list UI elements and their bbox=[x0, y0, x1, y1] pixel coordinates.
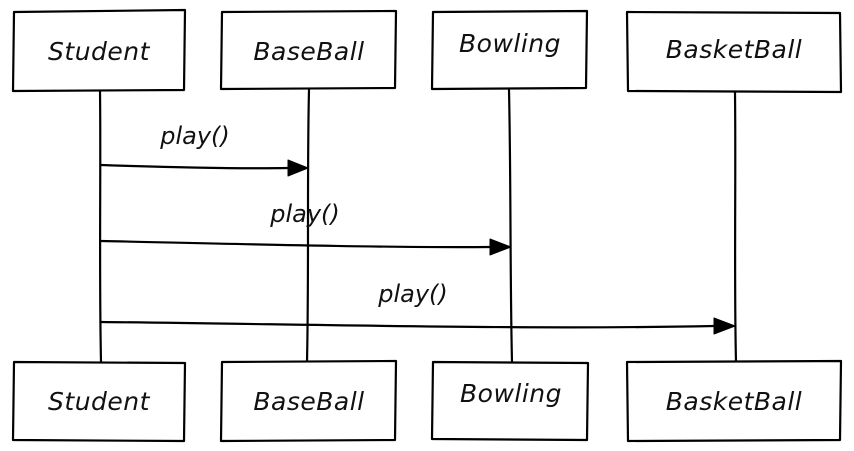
participant-basketball-top: BasketBall bbox=[625, 10, 843, 94]
participant-student-bottom: Student bbox=[11, 360, 187, 443]
message-2: play() bbox=[99, 200, 512, 256]
lifeline-basketball bbox=[733, 90, 738, 364]
lifeline-student bbox=[98, 88, 103, 364]
message-1: play() bbox=[99, 122, 309, 177]
participant-label-baseball-top: BaseBall bbox=[253, 37, 364, 66]
participant-baseball-bottom: BaseBall bbox=[219, 359, 398, 443]
participant-bowling-bottom: Bowling bbox=[430, 360, 590, 442]
participant-label-student-bottom: Student bbox=[48, 387, 151, 416]
participant-label-bowling-bottom: Bowling bbox=[460, 379, 562, 408]
participant-label-bowling-top: Bowling bbox=[459, 29, 561, 58]
arrowhead-2 bbox=[489, 238, 512, 256]
participant-baseball-top: BaseBall bbox=[219, 9, 398, 91]
arrowhead-1 bbox=[287, 159, 309, 177]
lifeline-bowling bbox=[507, 88, 514, 364]
message-label-2: play() bbox=[269, 200, 340, 228]
participant-bowling-top: Bowling bbox=[430, 9, 589, 91]
participant-basketball-bottom: BasketBall bbox=[625, 359, 843, 443]
participant-student-top: Student bbox=[11, 8, 187, 93]
message-label-1: play() bbox=[159, 122, 230, 150]
arrowhead-3 bbox=[713, 317, 736, 335]
message-3: play() bbox=[99, 280, 736, 335]
participant-label-baseball-bottom: BaseBall bbox=[253, 387, 364, 416]
participant-label-basketball-bottom: BasketBall bbox=[666, 387, 803, 416]
participant-label-basketball-top: BasketBall bbox=[666, 35, 803, 64]
lifeline-baseball bbox=[305, 88, 311, 364]
message-label-3: play() bbox=[377, 280, 448, 308]
participant-label-student-top: Student bbox=[48, 37, 151, 66]
